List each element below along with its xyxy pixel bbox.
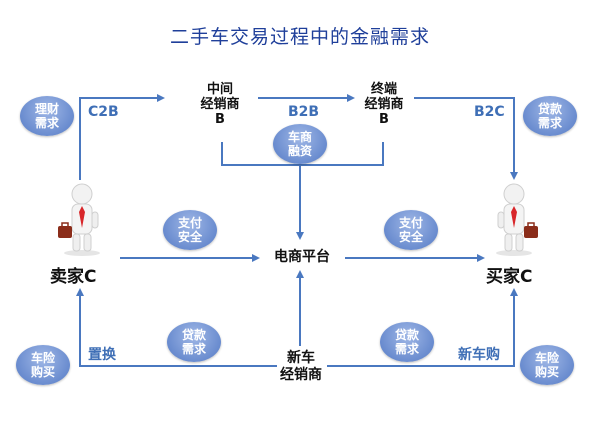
seller-figure-icon xyxy=(58,183,100,256)
bubble-payment-safety-right: 支付 安全 xyxy=(384,210,438,250)
bubble-car-insurance-left: 车险 购买 xyxy=(16,345,70,385)
bubble-car-insurance-right: 车险 购买 xyxy=(520,345,574,385)
bubble-payment-safety-left: 支付 安全 xyxy=(163,210,217,250)
dealer-bracket-left xyxy=(221,142,300,166)
bubble-dealer-financing: 车商 融资 xyxy=(273,124,327,164)
node-terminal-dealer: 终端 经销商 B xyxy=(364,82,404,127)
node-new-car-dealer: 新车 经销商 xyxy=(280,350,322,383)
buyer-label: 买家C xyxy=(486,267,533,287)
replacement-arrow xyxy=(76,288,277,367)
edge-label-new-car-purchase: 新车购 xyxy=(458,347,500,363)
buyer-figure-icon xyxy=(496,183,538,256)
dealer-bracket-right xyxy=(300,142,384,166)
diagram-title: 二手车交易过程中的金融需求 xyxy=(169,26,430,48)
seller-label: 卖家C xyxy=(50,267,97,287)
c2b-arrow xyxy=(79,94,165,180)
new-car-purchase-arrow xyxy=(327,288,518,367)
edge-label-c2b: C2B xyxy=(88,104,119,120)
node-middle-dealer: 中间 经销商 B xyxy=(200,82,240,127)
bubble-loan-need-bottom-left: 贷款 需求 xyxy=(167,322,221,362)
b2c-arrow xyxy=(414,97,518,180)
edge-label-b2b: B2B xyxy=(288,104,320,120)
edge-label-replacement: 置换 xyxy=(88,347,116,363)
bubble-loan-need-bottom-right: 贷款 需求 xyxy=(380,322,434,362)
bubble-loan-need-top-right: 贷款 需求 xyxy=(523,96,577,136)
bubble-finance-need: 理财 需求 xyxy=(20,96,74,136)
edge-label-b2c: B2C xyxy=(474,104,505,120)
node-ecommerce-platform: 电商平台 xyxy=(274,249,330,265)
